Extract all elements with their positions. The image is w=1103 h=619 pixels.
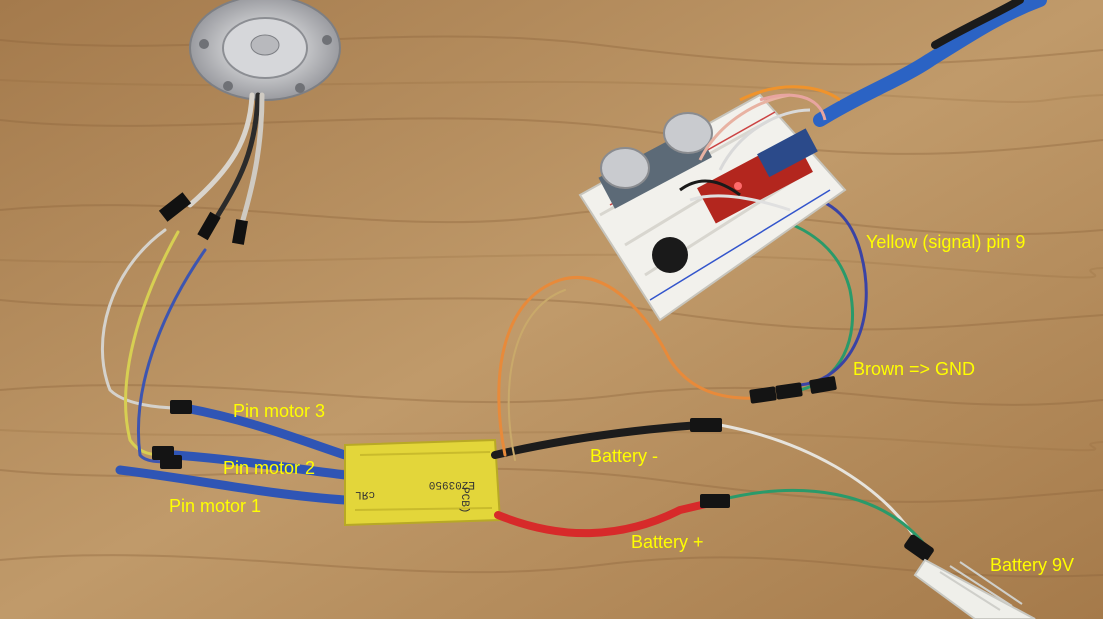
label-pin-motor-3: Pin motor 3 — [233, 401, 326, 421]
label-battery-minus: Battery - — [590, 446, 659, 466]
label-pin-motor-2: Pin motor 2 — [223, 458, 316, 478]
battery-connectors — [690, 418, 934, 562]
label-battery-plus: Battery + — [631, 532, 704, 552]
brushless-motor — [189, 0, 341, 101]
label-yellow-signal-pin: Yellow (signal) pin 9 — [866, 232, 1026, 252]
motor-jumper-wires — [101, 228, 207, 464]
battery-9v-holder — [913, 558, 1036, 619]
label-pin-motor-1: Pin motor 1 — [169, 496, 262, 516]
esc-speed-controller — [344, 438, 502, 527]
esc-motor-wires — [115, 403, 350, 505]
esc-marking-code: E203950 — [429, 478, 475, 490]
usb-cable — [813, 0, 1047, 127]
esc-markings: E203950 cЯL PCB) — [355, 478, 475, 513]
breadboard-assembly — [578, 85, 847, 322]
label-battery-9v: Battery 9V — [990, 555, 1075, 575]
battery-wires — [491, 421, 927, 547]
esc-marking-pcb: PCB) — [458, 487, 470, 513]
motor-leads — [158, 92, 265, 245]
label-brown-gnd: Brown => GND — [853, 359, 976, 379]
motor-pin-connectors — [152, 400, 192, 469]
esc-marking-ul: cЯL — [355, 488, 375, 500]
signal-wires — [497, 198, 868, 461]
signal-connectors — [749, 376, 837, 404]
